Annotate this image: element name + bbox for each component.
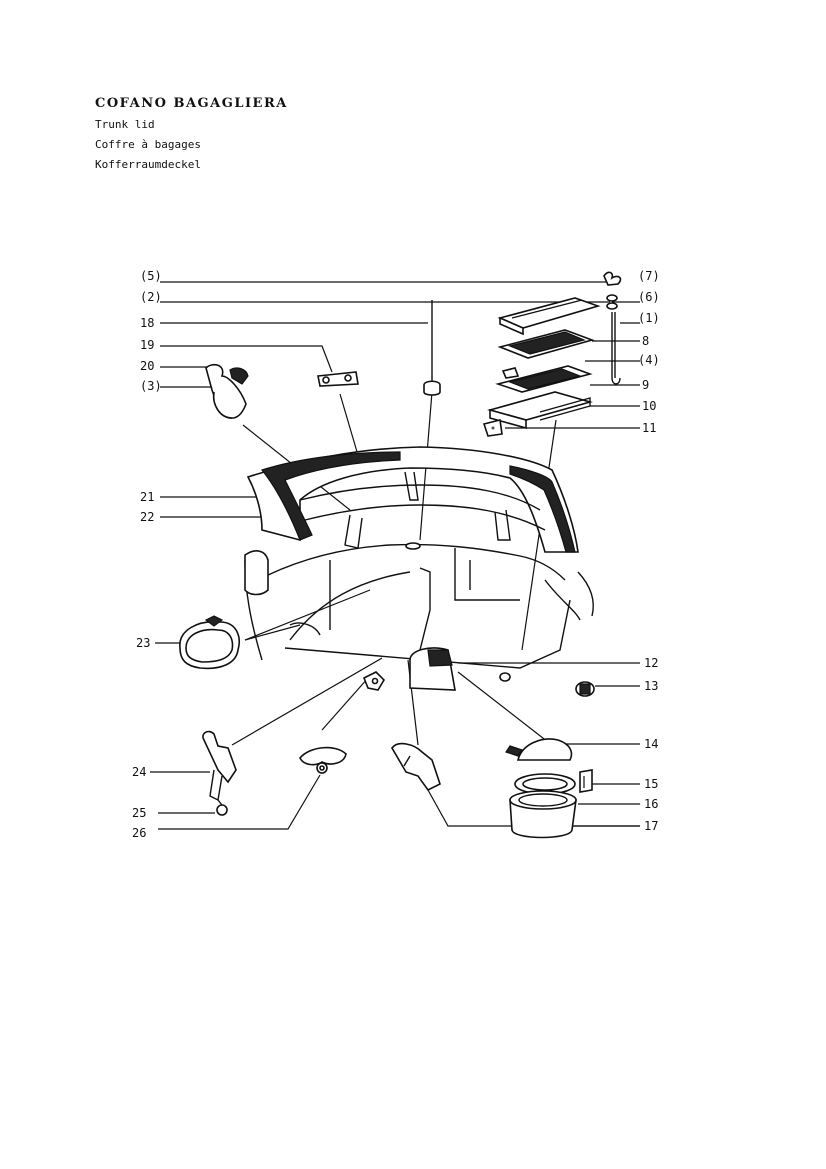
callout-10: 10 bbox=[642, 399, 656, 413]
callout-6: (6) bbox=[638, 290, 660, 304]
callout-19: 19 bbox=[140, 338, 154, 352]
callout-11: 11 bbox=[642, 421, 656, 435]
callout-20: 20 bbox=[140, 359, 154, 373]
callout-15: 15 bbox=[644, 777, 658, 791]
callout-25: 25 bbox=[132, 806, 146, 820]
callout-1: (1) bbox=[638, 311, 660, 325]
part-5-wing-nut bbox=[603, 271, 622, 286]
callout-14: 14 bbox=[644, 737, 658, 751]
part-1-rod bbox=[611, 312, 621, 385]
callout-23: 23 bbox=[136, 636, 150, 650]
callout-labels: (5) (2) 18 19 20 (3) 21 22 23 24 25 26 (… bbox=[132, 269, 660, 840]
part-13-grommet bbox=[575, 681, 595, 697]
callout-5: (5) bbox=[140, 269, 162, 283]
part-18-rod bbox=[423, 300, 441, 396]
part-25-spring bbox=[216, 799, 228, 816]
part-20-bumper bbox=[205, 363, 249, 419]
part-26-bracket bbox=[299, 746, 347, 774]
callout-26: 26 bbox=[132, 826, 146, 840]
part-6-washer bbox=[606, 294, 618, 310]
page-title: COFANO BAGAGLIERA bbox=[95, 96, 288, 111]
leader-lines bbox=[150, 281, 640, 830]
part-10-housing bbox=[487, 391, 593, 430]
part-top-cover bbox=[497, 297, 601, 336]
part-buffer-small bbox=[362, 671, 386, 691]
part-15-hinge bbox=[579, 769, 593, 793]
callout-24: 24 bbox=[132, 765, 146, 779]
subtitle-german: Kofferraumdeckel bbox=[95, 158, 201, 171]
callout-16: 16 bbox=[644, 797, 658, 811]
part-handle bbox=[391, 742, 441, 792]
subtitle-french: Coffre à bagages bbox=[95, 138, 201, 151]
callout-18: 18 bbox=[140, 316, 154, 330]
part-24-latch bbox=[202, 730, 237, 802]
trunk-body-illustration bbox=[244, 446, 594, 691]
callout-22: 22 bbox=[140, 510, 154, 524]
subtitle-english: Trunk lid bbox=[95, 118, 155, 131]
callout-12: 12 bbox=[644, 656, 658, 670]
part-4-clip bbox=[501, 367, 520, 379]
part-17-filler-neck bbox=[509, 790, 577, 839]
callout-3: (3) bbox=[140, 379, 162, 393]
callout-4: (4) bbox=[638, 353, 660, 367]
callout-9: 9 bbox=[642, 378, 649, 392]
callout-17: 17 bbox=[644, 819, 658, 833]
part-16-gasket-ring bbox=[514, 773, 576, 795]
part-19-strap bbox=[317, 371, 359, 387]
callout-13: 13 bbox=[644, 679, 658, 693]
callout-7: (7) bbox=[638, 269, 660, 283]
part-9-tray bbox=[495, 365, 593, 393]
callout-21: 21 bbox=[140, 490, 154, 504]
callout-8: 8 bbox=[642, 334, 649, 348]
callout-2: (2) bbox=[140, 290, 162, 304]
part-11-bracket bbox=[482, 419, 503, 437]
part-14-filler-cap bbox=[505, 738, 573, 761]
part-8-filter-pad bbox=[497, 329, 595, 359]
part-23-weatherstrip bbox=[179, 615, 240, 670]
